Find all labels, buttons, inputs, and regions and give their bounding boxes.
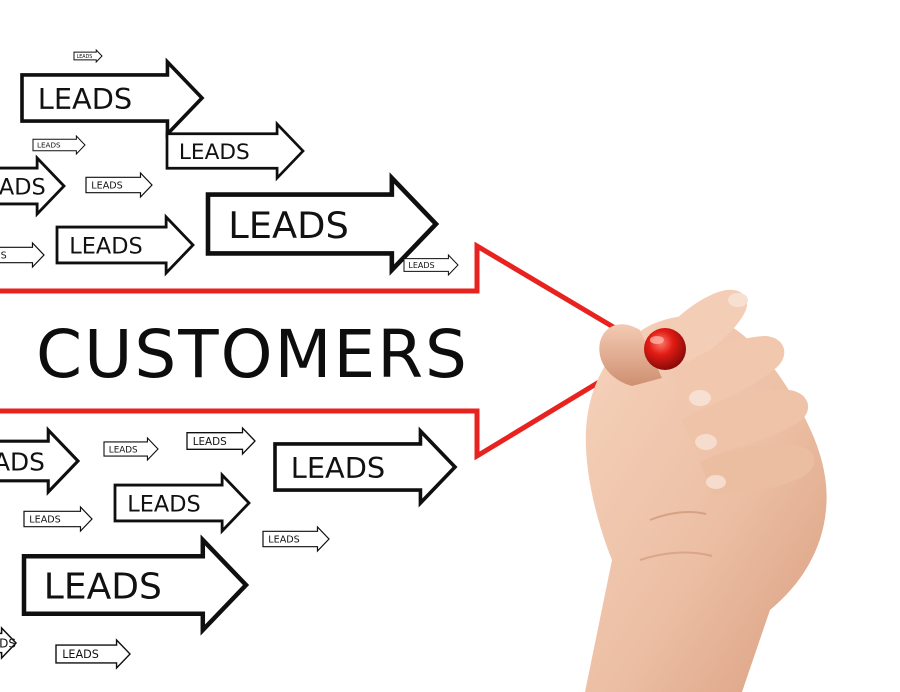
leads-label: LEADS (408, 261, 434, 270)
leads-label: LEADS (109, 445, 138, 455)
leads-arrow: LEADS (186, 426, 256, 456)
leads-arrow: LEADS (0, 426, 81, 496)
leads-arrow-outline (165, 120, 305, 182)
fingernail (695, 434, 717, 450)
leads-arrow-outline (0, 241, 45, 269)
fingernail (706, 475, 726, 489)
leads-arrow-outline (0, 626, 18, 660)
leads-arrow-outline (20, 57, 205, 139)
leads-label: LEADS (62, 648, 99, 661)
leads-label: LEADS (77, 54, 93, 60)
leads-arrow-outline (0, 426, 81, 496)
leads-arrow: LEADS (403, 253, 459, 277)
leads-arrow: LEADS (32, 134, 86, 156)
leads-arrow: LEADS (55, 213, 195, 277)
leads-arrow-outline (273, 426, 458, 508)
leads-label: LEADS (0, 251, 7, 262)
leads-arrow-outline (85, 171, 153, 199)
leads-arrow: LEADS (21, 534, 250, 636)
leads-arrow: LEADS (262, 525, 330, 553)
leads-arrow-outline (23, 505, 93, 533)
leads-arrow-outline (113, 471, 251, 535)
leads-arrow: LEADS (205, 172, 440, 276)
leads-label: LEADS (91, 181, 122, 192)
hand-with-marker (585, 289, 827, 692)
leads-label: LEADS (179, 140, 250, 165)
leads-arrow: LEADS (23, 505, 93, 533)
leads-label: LEADS (29, 515, 60, 526)
leads-arrow: LEADS (85, 171, 153, 199)
lead-arrows: LEADS LEADS LEADS LEADS LEADS LEADS LEADS LEADS… (0, 48, 459, 670)
marker-tip (644, 328, 686, 370)
leads-arrow: LEADS (273, 426, 458, 508)
leads-label: LEADS (37, 141, 61, 150)
leads-label: LEADS (127, 491, 200, 517)
fingernail (728, 293, 748, 307)
leads-arrow: LEADS (55, 638, 131, 670)
fingernail (689, 390, 711, 406)
hand-little-finger (700, 443, 815, 494)
customers-label: CUSTOMERS (36, 316, 469, 393)
leads-arrow: LEADS (0, 154, 66, 218)
customers-arrow: CUSTOMERS (0, 241, 657, 461)
knuckle-crease (649, 511, 707, 521)
leads-label: LEADS (228, 204, 349, 247)
leads-label: LEADS (38, 82, 132, 116)
leads-arrow-outline (55, 213, 195, 277)
leads-arrow-outline (205, 172, 440, 276)
leads-label: LEADS (0, 447, 45, 476)
leads-arrow-outline (21, 534, 250, 636)
leads-arrow-outline (186, 426, 256, 456)
hand-thumb (599, 324, 662, 386)
leads-arrow: LEADS (103, 436, 159, 462)
leads-arrow-outline (0, 154, 66, 218)
leads-label: LEADS (0, 637, 16, 651)
leads-arrow-outline (262, 525, 330, 553)
leads-arrow: LEADS (20, 57, 205, 139)
leads-arrow-outline (403, 253, 459, 277)
leads-label: LEADS (69, 233, 142, 259)
marker-tip-highlight (650, 336, 664, 344)
leads-label: LEADS (0, 174, 46, 200)
leads-arrow: LEADS (73, 48, 103, 64)
leads-label: LEADS (291, 451, 385, 485)
leads-arrow-outline (55, 638, 131, 670)
leads-arrow-outline (32, 134, 86, 156)
leads-arrow: LEADS (0, 241, 45, 269)
leads-arrow: LEADS (0, 626, 18, 660)
knuckle-crease (639, 551, 713, 561)
leads-label: LEADS (44, 567, 162, 608)
leads-arrow: LEADS (165, 120, 305, 182)
leads-arrow-outline (103, 436, 159, 462)
leads-arrow: LEADS (113, 471, 251, 535)
leads-label: LEADS (268, 535, 299, 546)
leads-arrow-outline (73, 48, 103, 64)
leads-label: LEADS (193, 436, 227, 448)
